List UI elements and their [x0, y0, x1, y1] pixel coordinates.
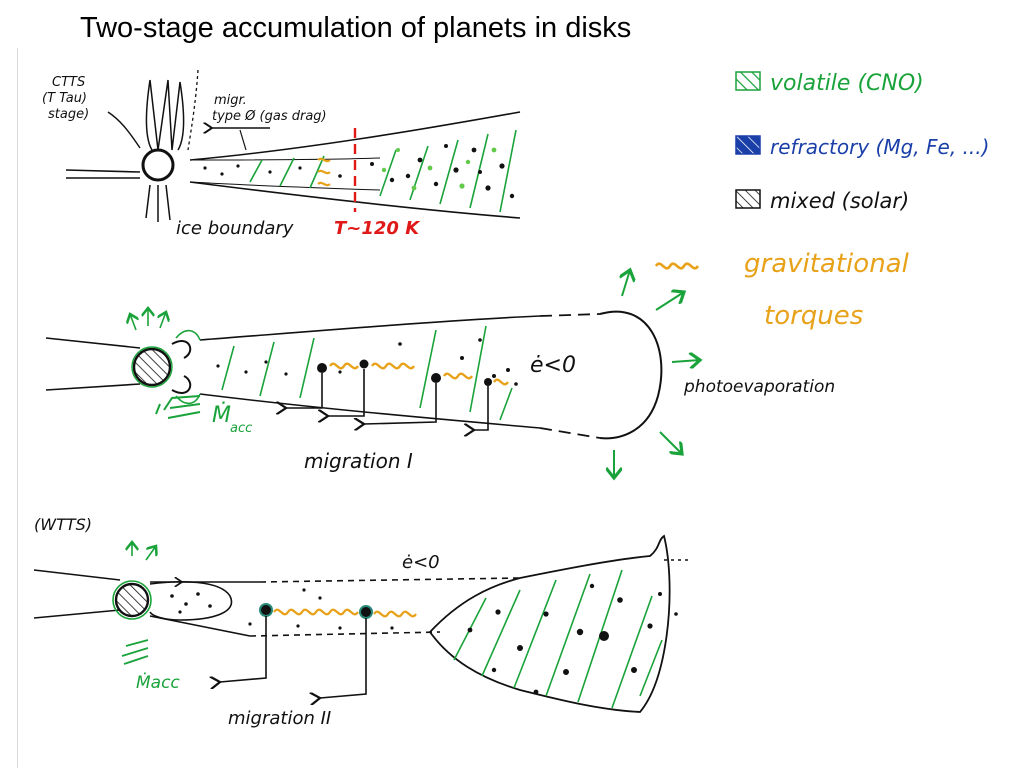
migration-2-label: migration II [228, 708, 331, 729]
inner-disk-remnant [149, 581, 233, 621]
migration-1-label: migration I [304, 449, 413, 473]
panel-migration-1: gravitational torques [45, 249, 910, 478]
legend-label-volatile: volatile (CNO) [770, 71, 924, 96]
ice-line-condensation [317, 157, 331, 187]
disk3-upper-inner [33, 569, 260, 583]
disk2-lower-dashed [539, 427, 601, 439]
central-star [141, 148, 175, 182]
migr-label: migr. [214, 93, 247, 108]
sketch-paper [18, 48, 996, 768]
jet-boundary [187, 69, 199, 151]
stellar-wind-arrows [130, 308, 166, 331]
outer-disk-dots [467, 583, 678, 695]
stage-pointer [107, 111, 141, 149]
stellar-wind-arrows-3 [132, 542, 156, 561]
disk2-upper-dashed [539, 313, 601, 317]
jet-outflow-bottom [145, 184, 171, 222]
disk2-lower-edge [45, 383, 541, 429]
accretion-arrows-3 [121, 639, 149, 665]
photoevaporation-label: photoevaporation [683, 377, 835, 397]
stage-label-ctts: CTTS [52, 75, 85, 90]
outer-disk-remnant [428, 534, 671, 713]
migration-2-arrows [220, 616, 367, 698]
mdot-acc-label: Ṁ [212, 402, 231, 428]
jet-outflow-top [145, 79, 185, 151]
panel-ctts: CTTS (T Tau) stage) [42, 69, 521, 239]
magnetosphere-loops [171, 340, 192, 394]
central-star-3 [114, 582, 150, 618]
giant-planet-1 [259, 603, 273, 617]
stage-label-stage: stage) [48, 107, 89, 122]
disk2-upper-edge [45, 315, 541, 349]
inner-disk-dots [170, 592, 212, 614]
edot-label-2: ė<0 [530, 353, 576, 378]
temperature-label: T~120 K [334, 218, 421, 239]
migr-type-label: type Ø (gas drag) [212, 109, 327, 124]
mdot-acc-subscript: acc [230, 421, 252, 436]
torques-label-line2: torques [764, 301, 863, 331]
torques-wave-symbol [654, 262, 700, 270]
giant-planet-2 [359, 605, 373, 619]
torque-waves [328, 362, 510, 386]
dust-particles [203, 144, 515, 199]
disk3-upper-dashed [259, 577, 521, 583]
ice-boundary-label: ice boundary [176, 218, 294, 239]
legend-label-refractory: refractory (Mg, Fe, ...) [770, 135, 989, 159]
disk-lower-edge [66, 177, 521, 219]
dust-particles-2 [216, 338, 518, 386]
torques-label-line1: gravitational [744, 249, 910, 279]
central-star-2 [132, 347, 172, 387]
legend-swatch-volatile [735, 71, 761, 91]
legend: volatile (CNO) refractory (Mg, Fe, ...) … [735, 71, 989, 213]
star-green-halo-3 [112, 580, 152, 620]
legend-swatch-mixed [735, 189, 761, 209]
photoevaporation-arrows [614, 270, 700, 478]
gap-dots [248, 588, 394, 630]
migr-pointer [239, 129, 247, 151]
volatile-hatching-3 [453, 569, 663, 709]
planets-migration-1 [317, 359, 492, 386]
mdot-acc-label-3: Ṁacc [136, 672, 180, 693]
legend-label-mixed: mixed (solar) [770, 189, 909, 213]
star-green-halo [131, 346, 173, 388]
disk-upper-edge [65, 111, 521, 173]
disk2-outer-edge [599, 310, 663, 440]
panel-wtts: (WTTS) [33, 515, 690, 729]
accretion-arrows [155, 395, 201, 419]
stage-label-ttau: (T Tau) [42, 91, 87, 106]
edot-label-3: ė<0 [402, 552, 440, 573]
volatile-hatching-2 [221, 325, 513, 421]
migration-1-arrows [286, 369, 489, 430]
stage-label-wtts: (WTTS) [34, 515, 92, 534]
torque-waves-3 [273, 608, 417, 618]
disk-inner-boundary [189, 157, 381, 191]
ice-particles [381, 147, 497, 191]
disk3-lower-dashed [249, 631, 441, 637]
slide-title: Two-stage accumulation of planets in dis… [80, 12, 632, 44]
legend-swatch-refractory [735, 135, 761, 155]
